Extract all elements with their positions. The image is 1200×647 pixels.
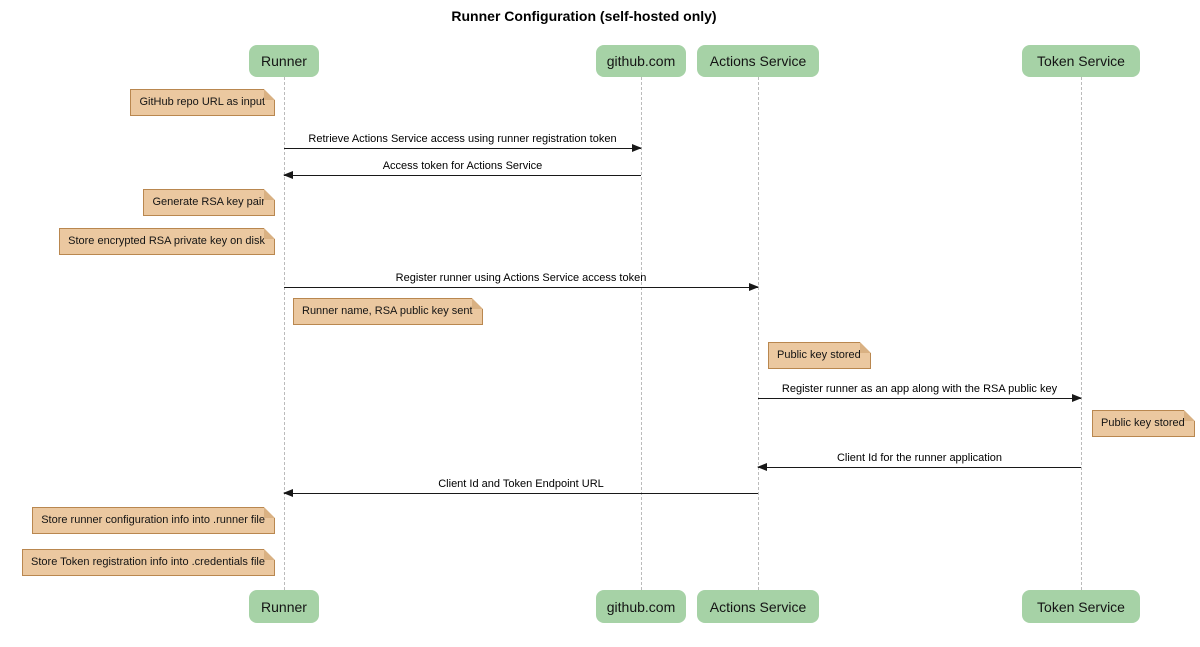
note-text: Public key stored [1101, 417, 1185, 429]
message-client-id: Client Id for the runner application [757, 452, 1081, 471]
lifeline-github [641, 77, 642, 590]
note-store-runner-file: Store runner configuration info into .ru… [32, 507, 275, 534]
diagram-title: Runner Configuration (self-hosted only) [451, 8, 717, 24]
note-text: Runner name, RSA public key sent [302, 305, 473, 317]
message-label: Register runner as an app along with the… [781, 383, 1058, 395]
message-label: Access token for Actions Service [382, 160, 543, 172]
note-github-repo-url: GitHub repo URL as input [130, 89, 275, 116]
participant-top-actions-service: Actions Service [697, 45, 819, 77]
participant-label: Token Service [1037, 53, 1125, 69]
message-register-runner: Register runner using Actions Service ac… [284, 272, 759, 291]
participant-top-github: github.com [596, 45, 686, 77]
participant-label: Token Service [1037, 598, 1125, 615]
participant-bottom-runner: Runner [249, 590, 319, 623]
note-public-key-stored-token: Public key stored [1092, 410, 1195, 437]
message-access-token: Access token for Actions Service [283, 160, 641, 179]
note-generate-rsa: Generate RSA key pair [143, 189, 275, 216]
arrow-right-icon [284, 144, 642, 152]
arrow-right-icon [284, 283, 759, 291]
note-store-credentials-file: Store Token registration info into .cred… [22, 549, 275, 576]
participant-label: Runner [261, 598, 307, 615]
arrow-left-icon [283, 489, 758, 497]
participant-bottom-actions-service: Actions Service [697, 590, 819, 623]
lifeline-runner [284, 77, 285, 590]
message-label: Client Id and Token Endpoint URL [438, 478, 604, 490]
note-runner-name-sent: Runner name, RSA public key sent [293, 298, 483, 325]
note-text: Store runner configuration info into .ru… [41, 514, 265, 526]
message-retrieve-actions-access: Retrieve Actions Service access using ru… [284, 133, 642, 152]
participant-label: Runner [261, 53, 307, 69]
arrow-left-icon [283, 171, 641, 179]
note-text: GitHub repo URL as input [139, 96, 265, 108]
participant-bottom-github: github.com [596, 590, 686, 623]
participant-label: github.com [606, 598, 676, 615]
note-text: Generate RSA key pair [152, 196, 265, 208]
participant-bottom-token-service: Token Service [1022, 590, 1140, 623]
message-label: Retrieve Actions Service access using ru… [308, 133, 617, 145]
note-text: Public key stored [777, 349, 861, 361]
arrow-left-icon [757, 463, 1081, 471]
note-text: Store Token registration info into .cred… [31, 556, 265, 568]
message-register-runner-app: Register runner as an app along with the… [758, 383, 1082, 402]
participant-top-runner: Runner [249, 45, 319, 77]
note-public-key-stored-actions: Public key stored [768, 342, 871, 369]
participant-label: github.com [606, 53, 676, 69]
arrow-right-icon [758, 394, 1082, 402]
note-store-private-key: Store encrypted RSA private key on disk [59, 228, 275, 255]
message-client-id-endpoint: Client Id and Token Endpoint URL [283, 478, 758, 497]
message-label: Register runner using Actions Service ac… [395, 272, 647, 284]
lifeline-token-service [1081, 77, 1082, 590]
lifeline-actions-service [758, 77, 759, 590]
participant-label: Actions Service [709, 598, 807, 615]
note-text: Store encrypted RSA private key on disk [68, 235, 265, 247]
participant-top-token-service: Token Service [1022, 45, 1140, 77]
message-label: Client Id for the runner application [836, 452, 1003, 464]
participant-label: Actions Service [709, 53, 807, 69]
